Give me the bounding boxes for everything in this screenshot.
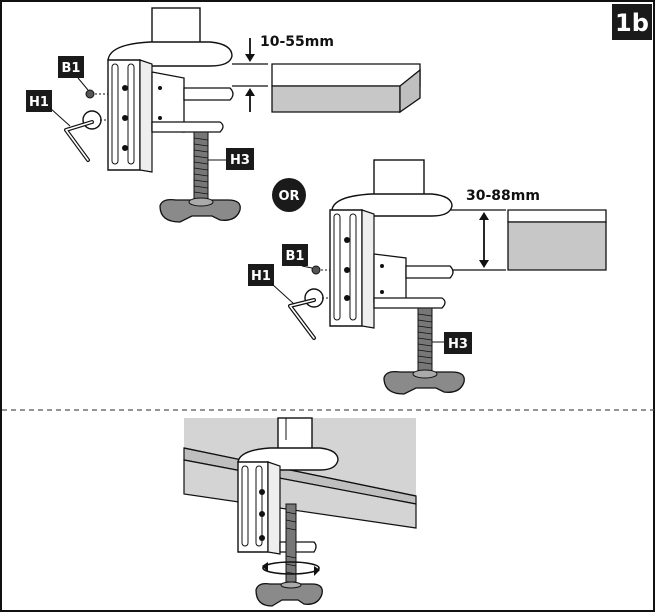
installed-threaded-rod xyxy=(285,503,297,583)
step-badge-text: 1b xyxy=(615,9,649,37)
thick-clamp-upper-arm xyxy=(405,265,454,279)
thin-bracket-side xyxy=(139,59,153,173)
or-badge: OR xyxy=(272,178,306,212)
thick-desk-top xyxy=(507,209,607,223)
thick-clamp-lower-arm xyxy=(373,297,446,309)
installed-view xyxy=(183,417,417,607)
thin-threaded-rod xyxy=(193,131,209,201)
thin-knob xyxy=(159,198,241,223)
label-b1-top: B1 xyxy=(58,56,89,91)
thin-desk-face xyxy=(271,85,401,113)
thin-bracket-front xyxy=(107,59,141,171)
thin-dim-arrowhead-up xyxy=(245,88,255,96)
thick-desk-face xyxy=(507,221,607,271)
thick-screw xyxy=(311,265,321,275)
label-h3-bottom: H3 xyxy=(432,332,472,354)
svg-text:B1: B1 xyxy=(62,61,81,76)
svg-text:H1: H1 xyxy=(29,95,49,110)
thin-desk-illustration: 10-55mm xyxy=(26,7,421,223)
thin-desk-top xyxy=(271,63,421,87)
thin-dimension-label: 10-55mm xyxy=(260,34,334,50)
thick-dimension-label: 30-88mm xyxy=(466,188,540,204)
thin-desk-edge xyxy=(399,68,421,114)
label-h1-bottom: H1 xyxy=(248,264,295,305)
label-h1-top: H1 xyxy=(26,90,71,127)
installed-clamp-lower-arm xyxy=(279,541,317,553)
installed-knob xyxy=(255,582,323,607)
thick-knob xyxy=(383,370,465,395)
thin-screw xyxy=(85,89,95,99)
thin-dim-arrowhead-down xyxy=(245,54,255,62)
thin-clamp-upper-arm xyxy=(183,87,234,101)
svg-text:H3: H3 xyxy=(230,153,250,168)
svg-text:B1: B1 xyxy=(286,249,305,264)
thick-clamp-side-plate xyxy=(373,253,407,305)
label-h3-top: H3 xyxy=(208,148,254,170)
svg-text:H3: H3 xyxy=(448,337,468,352)
svg-text:H1: H1 xyxy=(251,269,271,284)
or-badge-text: OR xyxy=(278,189,299,204)
thin-clamp-lower-arm xyxy=(151,121,224,133)
installed-rotate-arrow xyxy=(262,561,320,575)
thick-desk-illustration: 30-88mm xyxy=(248,159,607,395)
step-badge: 1b xyxy=(612,4,652,40)
label-b1-bottom: B1 xyxy=(282,244,313,269)
